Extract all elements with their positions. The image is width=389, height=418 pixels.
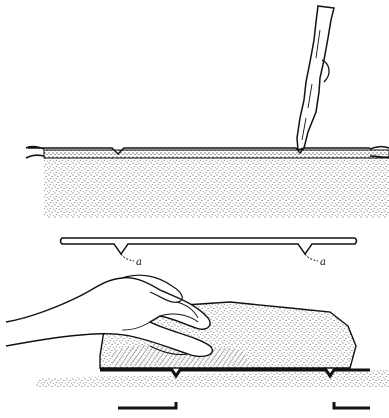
surface-layer (44, 150, 389, 158)
middle-panel: a a (61, 238, 357, 268)
top-panel (26, 6, 389, 218)
layer-curl-left (26, 147, 44, 158)
soil-block (44, 156, 389, 218)
leader-left (121, 254, 134, 261)
folded-strip (61, 238, 357, 254)
bracket-right (334, 402, 370, 408)
fold-label-left: a (136, 257, 142, 268)
twig (297, 6, 334, 150)
bottom-panel (6, 275, 389, 408)
leader-right (305, 254, 318, 261)
fold-label-right: a (320, 257, 326, 268)
bracket-left (118, 402, 176, 408)
ground-strip (34, 370, 389, 388)
